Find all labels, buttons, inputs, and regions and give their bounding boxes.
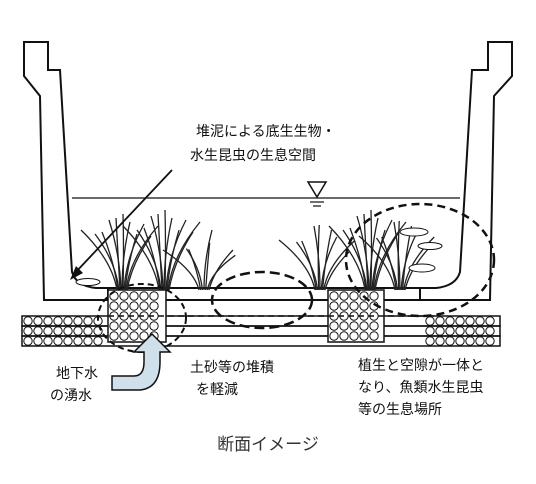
diagram-caption: 断面イメージ bbox=[217, 435, 319, 455]
channel-wall-right bbox=[419, 41, 513, 301]
soil-annotation-line1: 土砂等の堆積 bbox=[190, 359, 274, 376]
fish-group bbox=[75, 227, 443, 286]
gravel-opening-left bbox=[107, 289, 167, 343]
habitat-annotation-line1: 植生と空隙が一体と bbox=[358, 358, 484, 374]
channel-wall-left bbox=[23, 41, 109, 301]
soil-annotation-line2: を軽減 bbox=[196, 381, 238, 398]
sediment-annotation-line2: 水生昆虫の生息空間 bbox=[190, 147, 316, 164]
gravel-opening-middle bbox=[327, 289, 385, 343]
habitat-dashed-ellipse bbox=[344, 202, 496, 318]
water-level-triangle-icon bbox=[306, 181, 328, 207]
upward-curved-arrow-icon bbox=[111, 332, 172, 391]
aquatic-vegetation bbox=[80, 209, 435, 291]
sediment-reduction-dashed-ellipse bbox=[210, 270, 314, 330]
gravel-right-pile bbox=[425, 316, 495, 346]
sediment-annotation-line1: 堆泥による底生生物・ bbox=[196, 124, 336, 140]
habitat-annotation-line2: なり、魚類水生昆虫 bbox=[358, 380, 483, 396]
habitat-annotation-line3: 等の生息場所 bbox=[358, 401, 442, 418]
gravel-base-layer bbox=[21, 315, 501, 347]
pointer-arrow bbox=[70, 169, 173, 280]
gravel-left-pile bbox=[23, 316, 103, 346]
spring-annotation-line1: 地下水 bbox=[56, 366, 98, 382]
spring-annotation-line2: の湧水 bbox=[50, 388, 92, 404]
